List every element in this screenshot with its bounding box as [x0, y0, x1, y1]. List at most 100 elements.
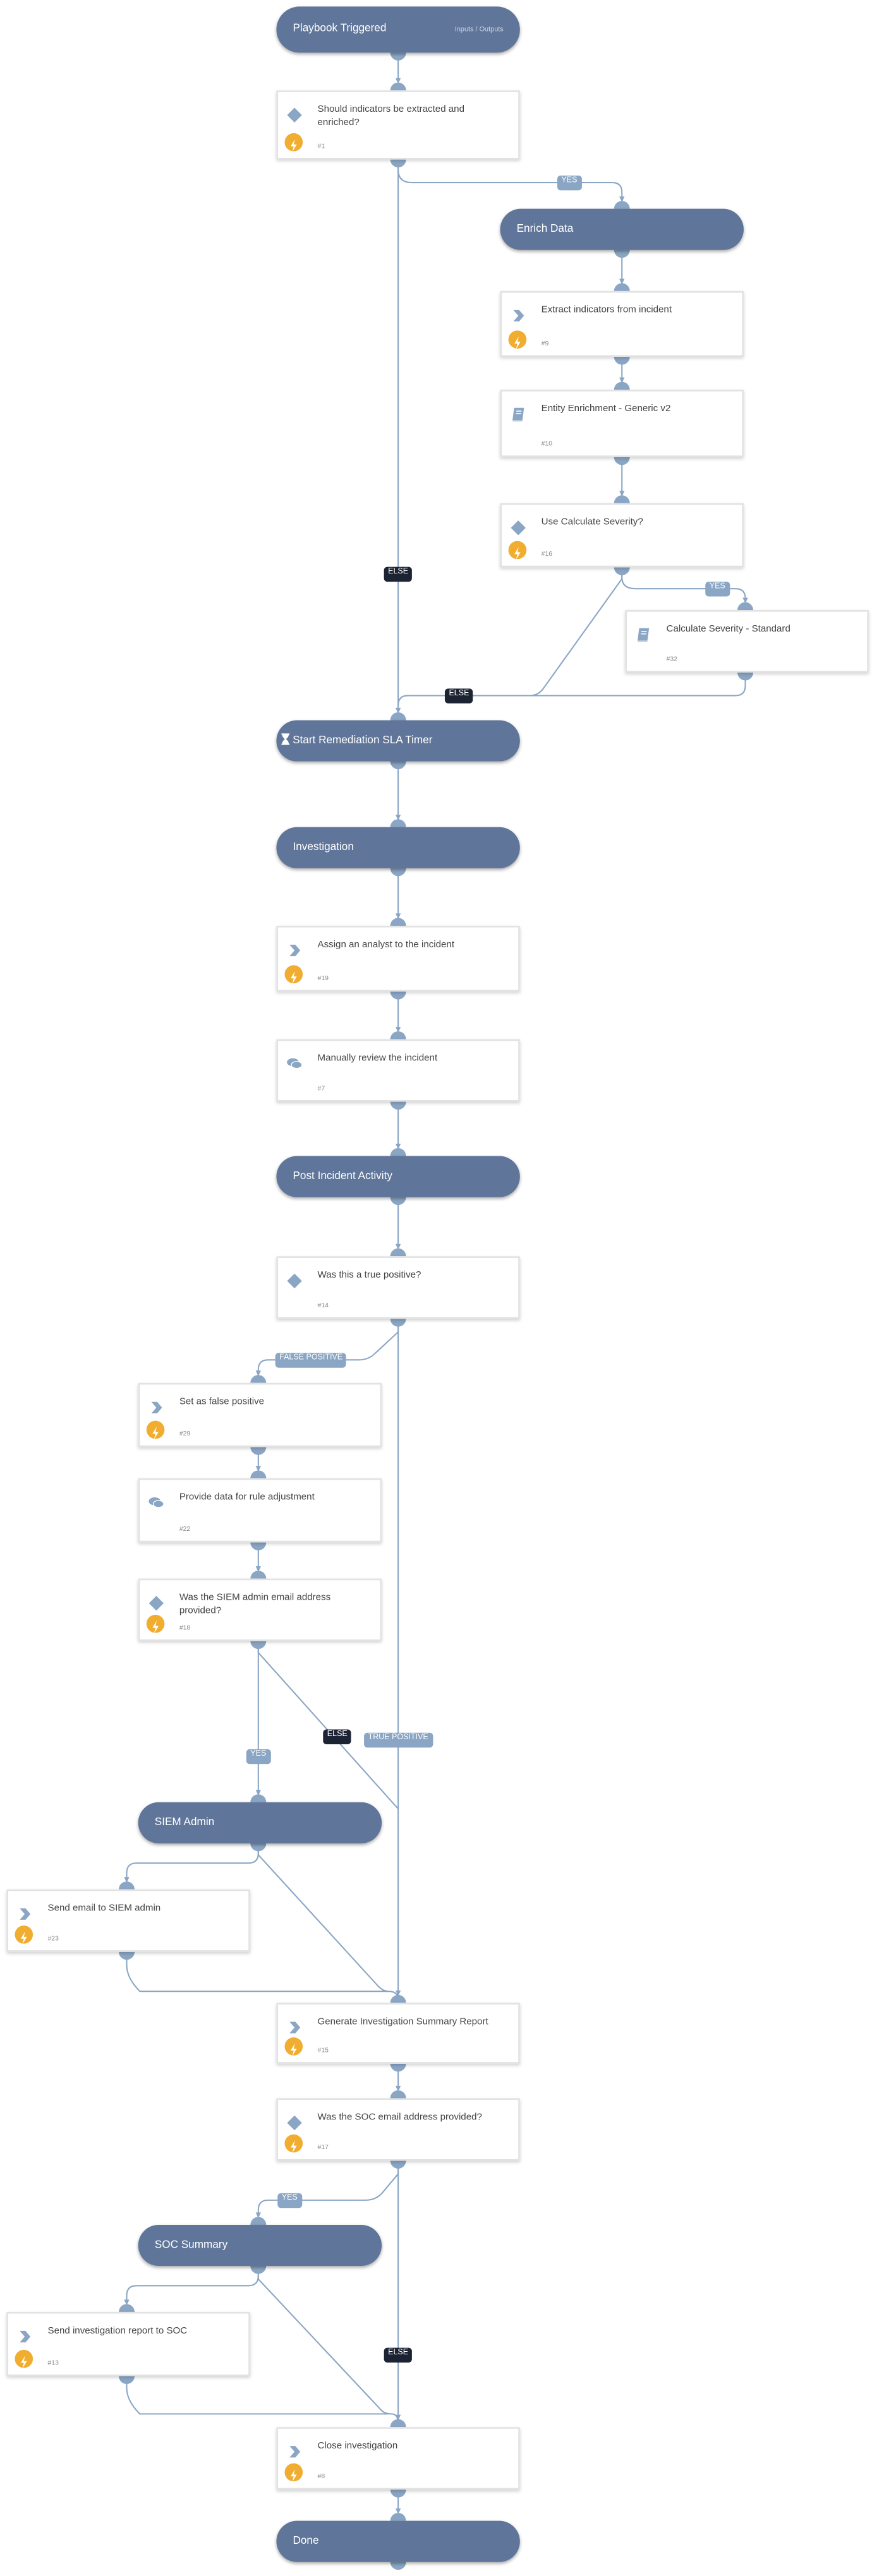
output-port[interactable] [390, 1197, 406, 1206]
task-card[interactable]: Set as false positive#29 [138, 1382, 382, 1447]
task-card[interactable]: Assign an analyst to the incident#19 [276, 925, 520, 992]
output-port[interactable] [614, 457, 630, 465]
input-port[interactable] [390, 2513, 406, 2521]
section-siem-admin[interactable]: SIEM Admin [138, 1802, 382, 1843]
task-index: #13 [47, 2357, 59, 2366]
task-card[interactable]: Calculate Severity - Standard#32 [625, 610, 869, 673]
section-post-incident[interactable]: Post Incident Activity [276, 1156, 520, 1197]
arrowhead-icon [124, 1877, 130, 1883]
automation-bolt-icon [508, 541, 527, 560]
task-index: #14 [317, 1300, 329, 1309]
task-index: #1 [317, 141, 325, 150]
output-port[interactable] [390, 2561, 406, 2570]
arrowhead-icon [124, 2299, 130, 2306]
task-card[interactable]: Should indicators be extracted and enric… [276, 90, 520, 160]
inputs-outputs-link[interactable]: Inputs / Outputs [454, 25, 504, 33]
input-port[interactable] [614, 495, 630, 503]
section-soc-summary[interactable]: SOC Summary [138, 2224, 382, 2267]
output-port[interactable] [390, 52, 406, 61]
input-port[interactable] [250, 1794, 267, 1802]
output-port[interactable] [390, 2160, 406, 2169]
output-port[interactable] [390, 761, 406, 770]
output-port[interactable] [737, 672, 754, 681]
section-enrich-data[interactable]: Enrich Data [500, 208, 744, 250]
section-done[interactable]: Done [276, 2520, 520, 2562]
task-card[interactable]: Provide data for rule adjustment#22 [138, 1478, 382, 1543]
input-port[interactable] [250, 1375, 267, 1383]
input-port[interactable] [390, 1031, 406, 1039]
input-port[interactable] [390, 2419, 406, 2428]
input-port[interactable] [390, 1994, 406, 2003]
input-port[interactable] [737, 602, 754, 611]
connector-line [126, 1951, 389, 1992]
arrowhead-icon [742, 597, 748, 604]
input-port[interactable] [390, 82, 406, 91]
input-port[interactable] [390, 1248, 406, 1257]
section-investigation[interactable]: Investigation [276, 827, 520, 868]
automation-bolt-icon [284, 965, 303, 985]
task-card[interactable]: Use Calculate Severity?#16 [500, 503, 744, 568]
task-index: #23 [47, 1934, 59, 1943]
output-port[interactable] [390, 1101, 406, 1110]
input-port[interactable] [614, 381, 630, 390]
input-port[interactable] [250, 1571, 267, 1579]
input-port[interactable] [118, 1881, 135, 1890]
task-card[interactable]: Extract indicators from incident#9 [500, 291, 744, 357]
input-port[interactable] [614, 201, 630, 209]
task-title: Provide data for rule adjustment [179, 1493, 315, 1503]
arrowhead-icon [395, 913, 401, 920]
output-port[interactable] [390, 868, 406, 877]
condition-label-else: ELSE [384, 566, 413, 581]
task-card[interactable]: Was the SOC email address provided?#17 [276, 2098, 520, 2161]
input-port[interactable] [390, 712, 406, 721]
output-port[interactable] [390, 2063, 406, 2072]
diamond-icon [286, 1268, 303, 1289]
output-port[interactable] [390, 1319, 406, 1327]
task-card[interactable]: Entity Enrichment - Generic v2#10 [500, 390, 744, 457]
input-port[interactable] [118, 2304, 135, 2312]
connector-line [257, 1843, 399, 2000]
output-port[interactable] [390, 2489, 406, 2498]
playbook-triggered-node[interactable]: Playbook Triggered Inputs / Outputs [276, 6, 520, 53]
task-card[interactable]: Send email to SIEM admin#23 [6, 1889, 250, 1952]
output-port[interactable] [118, 1951, 135, 1960]
chat-icon [286, 1051, 303, 1069]
input-port[interactable] [390, 2090, 406, 2099]
task-index: #15 [317, 2046, 329, 2054]
input-port[interactable] [250, 2217, 267, 2225]
task-card[interactable]: Was this a true positive?#14 [276, 1256, 520, 1319]
output-port[interactable] [250, 1447, 267, 1455]
output-port[interactable] [614, 567, 630, 575]
input-port[interactable] [390, 1147, 406, 1156]
automation-bolt-icon [284, 2463, 303, 2483]
input-port[interactable] [390, 918, 406, 926]
input-port[interactable] [250, 1470, 267, 1478]
hourglass-icon [281, 733, 290, 745]
arrowhead-icon [255, 2212, 261, 2219]
input-port[interactable] [390, 819, 406, 827]
arrowhead-icon [395, 1990, 401, 1997]
task-card[interactable]: Send investigation report to SOC#13 [6, 2311, 250, 2376]
arrowhead-icon [395, 1027, 401, 1033]
task-title: Close investigation [317, 2441, 398, 2452]
output-port[interactable] [250, 2266, 267, 2274]
task-card[interactable]: Close investigation#8 [276, 2427, 520, 2490]
task-card[interactable]: Generate Investigation Summary Report#15 [276, 2003, 520, 2064]
task-index: #17 [317, 2142, 329, 2151]
output-port[interactable] [390, 991, 406, 1000]
output-port[interactable] [118, 2376, 135, 2384]
section-sla-timer[interactable]: Start Remediation SLA Timer [276, 720, 520, 762]
task-card[interactable]: Manually review the incident#7 [276, 1039, 520, 1102]
task-card[interactable]: Was the SIEM admin email address provide… [138, 1578, 382, 1641]
output-port[interactable] [250, 1542, 267, 1550]
arrowhead-icon [395, 2508, 401, 2515]
output-port[interactable] [614, 357, 630, 365]
input-port[interactable] [614, 283, 630, 291]
output-port[interactable] [250, 1843, 267, 1852]
arrowhead-icon [255, 1466, 261, 1472]
output-port[interactable] [250, 1641, 267, 1650]
output-port[interactable] [614, 249, 630, 258]
automation-bolt-icon [146, 1614, 165, 1634]
output-port[interactable] [390, 159, 406, 168]
